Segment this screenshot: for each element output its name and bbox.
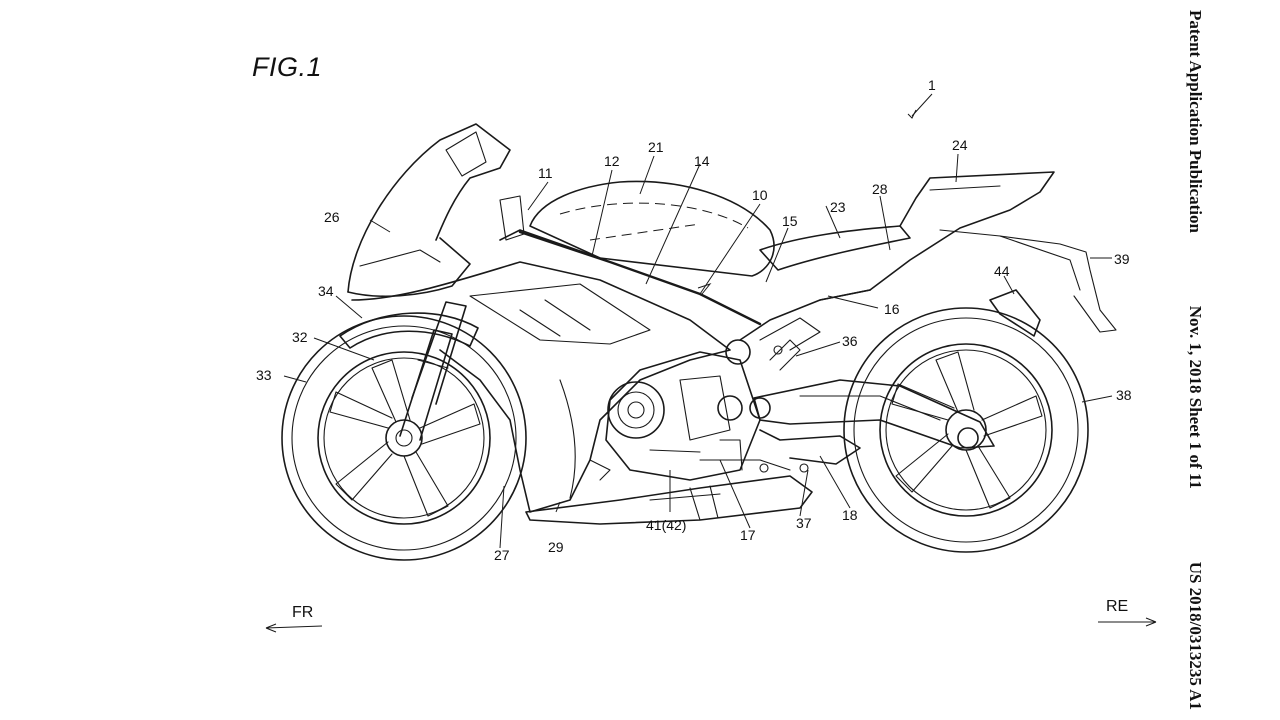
label-17: 17	[740, 527, 756, 543]
label-15: 15	[782, 213, 798, 229]
direction-arrows	[265, 617, 1157, 633]
front-fork	[339, 301, 479, 441]
front-cowl	[347, 123, 731, 513]
label-44: 44	[994, 263, 1010, 279]
figure-title: FIG.1	[252, 52, 323, 82]
direction-rear-label: RE	[1106, 598, 1129, 615]
label-11: 11	[538, 165, 553, 181]
label-18: 18	[842, 507, 858, 523]
tail-cowl	[819, 171, 1117, 333]
label-27: 27	[494, 547, 510, 563]
label-33: 33	[256, 367, 272, 383]
fuel-tank	[529, 180, 775, 277]
label-23: 23	[830, 199, 846, 215]
label-39: 39	[1114, 251, 1130, 267]
label-26: 26	[324, 209, 340, 225]
label-24: 24	[952, 137, 968, 153]
reference-numerals: 1 10 11 12 14 15 16 17 18 21 23 24 26 27…	[256, 77, 1132, 563]
leader-lines	[283, 93, 1113, 549]
rear-linkage	[699, 339, 861, 473]
rear-fender	[989, 289, 1041, 337]
rear-wheel	[843, 307, 1089, 553]
label-29: 29	[548, 539, 564, 555]
front-wheel	[281, 315, 527, 561]
direction-front-label: FR	[292, 604, 314, 621]
label-38: 38	[1116, 387, 1132, 403]
label-12: 12	[604, 153, 620, 169]
under-cowl	[525, 475, 813, 525]
label-37: 37	[796, 515, 812, 531]
seat	[759, 225, 911, 271]
label-32: 32	[292, 329, 308, 345]
label-10: 10	[752, 187, 768, 203]
engine	[605, 339, 761, 481]
label-14: 14	[694, 153, 710, 169]
label-1: 1	[928, 77, 936, 93]
label-41-42: 41(42)	[646, 517, 686, 533]
label-21: 21	[648, 139, 664, 155]
swingarm	[749, 379, 995, 449]
label-28: 28	[872, 181, 888, 197]
label-34: 34	[318, 283, 334, 299]
label-36: 36	[842, 333, 858, 349]
main-frame	[499, 195, 871, 351]
label-16: 16	[884, 301, 900, 317]
